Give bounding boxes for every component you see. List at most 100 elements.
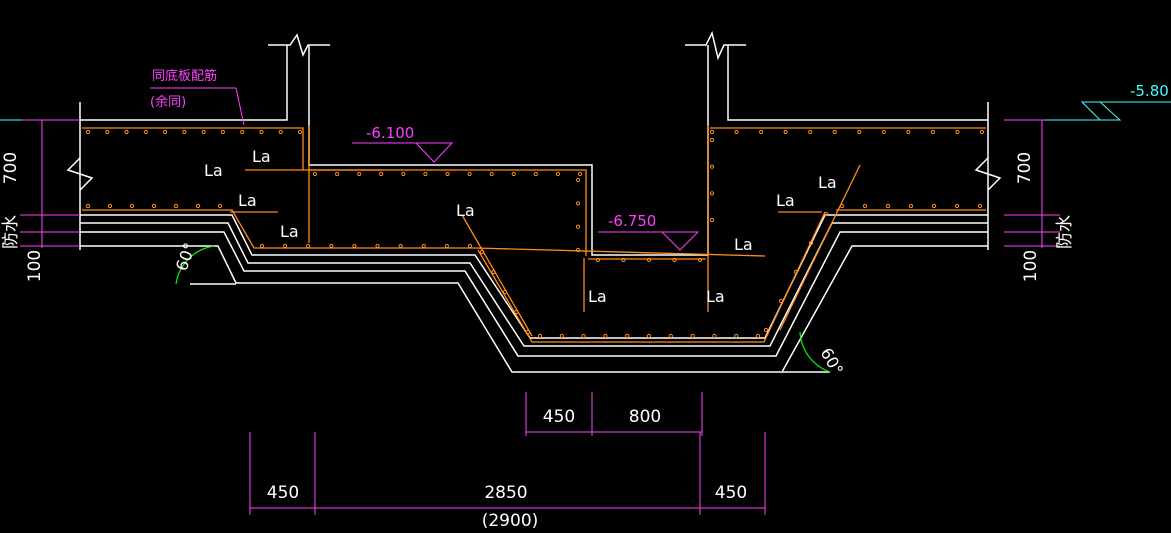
rebar-pit-bottom (477, 211, 826, 343)
rebar-long-diagonal-mid (474, 247, 766, 257)
anchor-label-7: La (706, 287, 725, 306)
anchor-label-6: La (588, 287, 607, 306)
rebar-dot (514, 309, 519, 315)
rebar-dot (379, 171, 384, 177)
rebar-dot (808, 240, 814, 246)
rebar-dot (334, 171, 340, 177)
right-dim-100: 100 (1021, 250, 1041, 282)
rebar-dot (862, 203, 868, 209)
rebar-dot (979, 129, 985, 135)
slab-top-right (727, 45, 988, 121)
rebar-dot (808, 129, 813, 135)
rebar-dot (329, 243, 334, 249)
rebar-dot (467, 171, 472, 177)
break-right (974, 157, 1002, 191)
anchor-label-9: La (776, 191, 795, 210)
left-dim-100: 100 (25, 250, 45, 282)
anchor-label-3: La (238, 191, 257, 210)
rebar-dot (195, 203, 201, 209)
anchor-label-4: La (280, 222, 299, 241)
rebar-dot (734, 333, 739, 339)
rebar-dot (668, 333, 673, 339)
rebar-dot (709, 164, 715, 169)
rebar-dot (259, 243, 265, 249)
rebar-dot (306, 243, 311, 249)
elev-marker-580 (1044, 101, 1122, 121)
rebar-dots (85, 129, 985, 339)
rebar-dot (581, 333, 586, 339)
rebar-dot (763, 327, 769, 333)
rebar-dot (182, 129, 187, 135)
rebar-dot (423, 171, 428, 177)
rebar-dot (857, 129, 862, 135)
anchor-label-2: La (252, 147, 271, 166)
rebar-dot (278, 129, 283, 135)
elev-marker-6100 (352, 142, 454, 163)
rebar-dot (525, 329, 531, 335)
rebar-dot (575, 224, 581, 229)
rebar-dot (709, 129, 715, 135)
rebar-dot (977, 203, 983, 209)
rebar-bottom-left (82, 209, 475, 249)
rebar-dot (467, 243, 473, 249)
rebar-dot (511, 171, 516, 177)
right-dim-waterproof: 防水 (1055, 215, 1075, 249)
rebar-dot (352, 243, 357, 249)
rebar-dot (143, 129, 148, 135)
rebar-dot (201, 129, 206, 135)
rebar-dot (709, 217, 715, 223)
rebar-dot (575, 201, 581, 206)
rebar-dot (401, 171, 406, 177)
rebar-dot (734, 129, 739, 135)
rebar-dot (217, 203, 223, 209)
rebar-dot (444, 243, 449, 249)
rebar-diag-left-pit (461, 214, 533, 337)
rebar-dot (793, 269, 799, 275)
rebar-dot (908, 203, 914, 209)
right-dim-700: 700 (1015, 152, 1035, 184)
rebar-dot (783, 129, 788, 135)
rebar-dot (839, 203, 845, 209)
anchor-label-5: La (456, 201, 475, 220)
upper-dim-450: 450 (543, 407, 575, 427)
arc-right (799, 331, 831, 373)
rebar-dot (445, 171, 450, 177)
rebar-dot (85, 129, 91, 135)
break-left (66, 157, 94, 191)
break-symbol-right-wall (685, 30, 746, 61)
rebar-dot (421, 243, 426, 249)
rebar-dot (603, 333, 608, 339)
rebar-dot (173, 203, 179, 209)
bottom-line-3 (80, 231, 988, 357)
elevation-6750: -6.750 (608, 212, 656, 230)
note-text-line1: 同底板配筋 (152, 68, 217, 84)
rebar-dot (575, 247, 581, 253)
rebar-dot (375, 243, 380, 249)
rebar-dot (595, 257, 601, 263)
break-symbol-left-wall (268, 33, 330, 58)
rebar-pit-top (309, 169, 587, 256)
note-leader (150, 87, 245, 126)
rebar-dot (398, 243, 403, 249)
rebar-dot (709, 191, 715, 196)
upper-dim-800: 800 (629, 407, 661, 427)
anchor-label-10: La (818, 173, 837, 192)
note-text-line2: (余同) (150, 94, 186, 110)
rebar-dot (479, 249, 485, 255)
rebar-dot (220, 129, 226, 135)
rebar-dot (823, 211, 829, 217)
rebar-dot (489, 171, 494, 177)
rebar-dot (931, 203, 937, 209)
rebar-dot (646, 333, 652, 339)
dimension-lines (20, 87, 1060, 515)
rebar-dot (832, 129, 837, 135)
rebar-dot (778, 298, 784, 304)
rebar-dot (930, 129, 936, 135)
rebar-dot (129, 203, 135, 209)
rebar-dot (107, 203, 113, 209)
rebar-top-left (82, 127, 304, 170)
anchor-label-1: La (204, 161, 223, 180)
slab-top-left (80, 45, 288, 121)
rebar-dot (151, 203, 157, 209)
rebar-dot (240, 129, 245, 135)
